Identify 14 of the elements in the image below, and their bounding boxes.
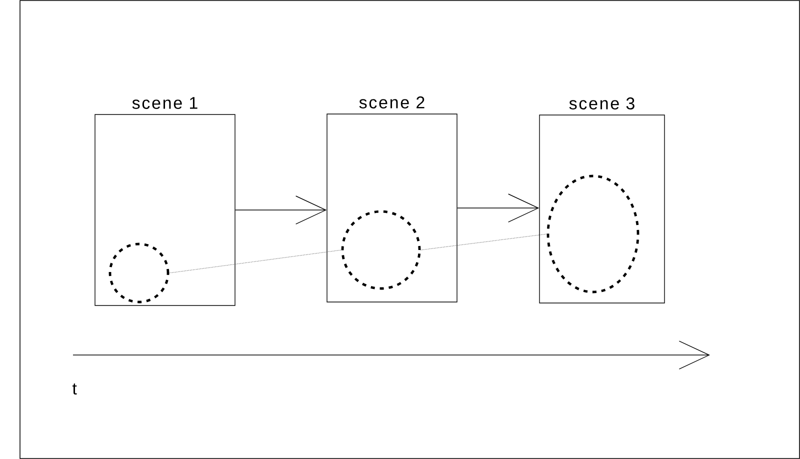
scene-box: scene 3 bbox=[539, 97, 665, 304]
dotted-line bbox=[420, 234, 548, 250]
node-label: scene 2 bbox=[359, 96, 424, 108]
arrow bbox=[457, 194, 540, 222]
scene-box: scene 1 bbox=[94, 97, 236, 306]
scene-box: scene 2 bbox=[326, 96, 458, 302]
axis-label: t bbox=[72, 383, 77, 395]
node-label: scene 1 bbox=[132, 97, 198, 109]
dotted-line bbox=[168, 250, 342, 274]
dashed-ellipse bbox=[546, 174, 640, 294]
node-label: scene 3 bbox=[569, 97, 634, 110]
dashed-circle bbox=[341, 210, 421, 290]
dashed-circle bbox=[108, 242, 170, 304]
arrow bbox=[235, 196, 327, 224]
